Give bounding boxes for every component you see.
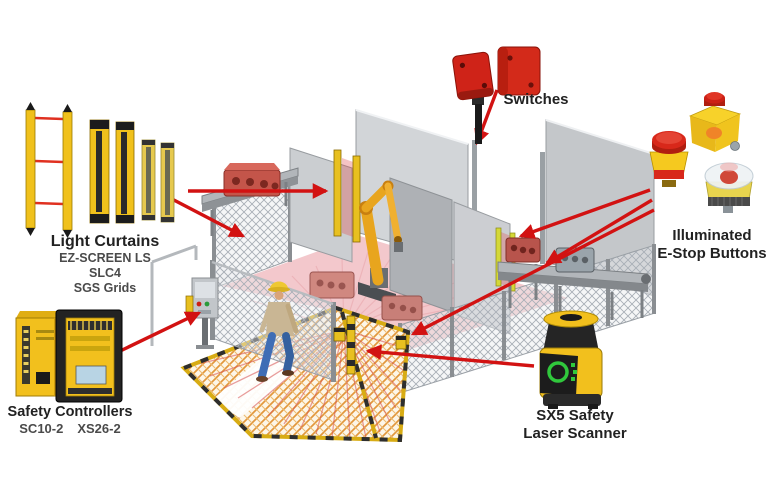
light-curtains-callout: Light Curtains EZ-SCREEN LS SLC4 SGS Gri… [25, 233, 185, 296]
worker-figure [256, 281, 299, 382]
gate-laser-scanner-device [333, 327, 346, 342]
interior-light-curtain [333, 149, 361, 243]
safety-controller-products [15, 309, 123, 403]
switch-right-icon [497, 46, 541, 96]
robot-arm [358, 180, 403, 306]
gate-interlock-device [395, 335, 407, 350]
laser-scanner-title-line2: Laser Scanner [523, 425, 627, 442]
switches-title: Switches [503, 91, 569, 108]
laser-scanner-callout: SX5 Safety Laser Scanner [500, 407, 650, 443]
arrow-laser-scanner [365, 344, 535, 368]
safety-controllers-callout: Safety Controllers SC10-2 XS26-2 [0, 403, 140, 436]
arrow-estop-1 [518, 188, 651, 239]
light-curtain-pair-icon [25, 102, 73, 238]
estop-title-line2: E-Stop Buttons [657, 245, 767, 262]
arrow-light-curtain-entry [169, 196, 246, 238]
estop-products [649, 92, 754, 213]
light-curtain-mini-icon [141, 139, 175, 223]
safety-controller-xs26-icon [55, 309, 123, 403]
light-curtain-bar-icon [89, 119, 135, 224]
switch-left-icon [452, 51, 494, 101]
estop-illuminated-dome-icon [704, 162, 754, 213]
safety-controller-sc10-icon [15, 311, 63, 397]
arrow-estop-2 [544, 198, 653, 265]
control-station [150, 244, 219, 349]
light-curtains-model-3: SGS Grids [73, 281, 137, 295]
arrow-estop-3 [410, 208, 655, 336]
switch-products [452, 46, 541, 144]
laser-scanner-product [539, 310, 603, 409]
estop-buttons-callout: Illuminated E-Stop Buttons [643, 227, 781, 263]
safety-controllers-title: Safety Controllers [7, 404, 133, 420]
arrow-safety-controller [115, 311, 202, 355]
safety-controllers-model-2: XS26-2 [77, 421, 121, 436]
light-curtains-title: Light Curtains [50, 233, 160, 250]
estop-round-icon [649, 131, 689, 187]
light-curtains-model-2: SLC4 [89, 266, 121, 280]
estop-box-icon [688, 92, 742, 152]
gate-posts [346, 315, 356, 375]
switches-callout: Switches [496, 91, 576, 109]
laser-scanner-title-line1: SX5 Safety [536, 407, 614, 424]
estop-title-line1: Illuminated [672, 227, 752, 244]
safety-controllers-model-1: SC10-2 [19, 421, 64, 436]
engine-blocks-interior [309, 271, 423, 321]
walkway [212, 352, 298, 418]
safety-controllers-models: SC10-2 XS26-2 [0, 421, 140, 436]
light-curtain-products [25, 102, 175, 238]
light-curtains-model-1: EZ-SCREEN LS [59, 251, 151, 265]
